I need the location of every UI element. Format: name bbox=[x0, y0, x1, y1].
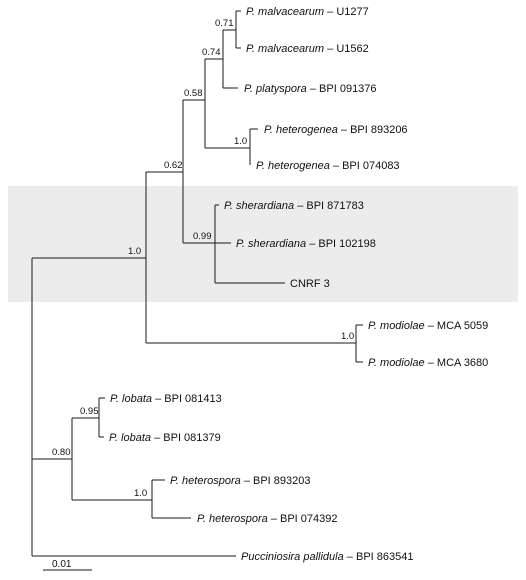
support-value-lobata: 0.95 bbox=[80, 406, 99, 417]
support-value-ingroup: 1.0 bbox=[128, 246, 141, 257]
tip-label: P. malvacearum – U1277 bbox=[246, 6, 369, 18]
tip-label: P. modiolae – MCA 3680 bbox=[368, 357, 488, 369]
tip-label: CNRF 3 bbox=[290, 278, 330, 290]
tip-label: P. lobata – BPI 081379 bbox=[109, 432, 221, 444]
tip-label: P. heterogenea – BPI 893206 bbox=[264, 124, 408, 136]
tip-label: P. sherardiana – BPI 871783 bbox=[224, 200, 364, 212]
tip-label: P. sherardiana – BPI 102198 bbox=[236, 238, 376, 250]
tip-label: P. modiolae – MCA 5059 bbox=[368, 320, 488, 332]
support-value-sherardiana-group: 0.62 bbox=[164, 160, 183, 171]
support-value-heterogenea: 1.0 bbox=[234, 136, 247, 147]
scale-bar: 0.01 bbox=[43, 559, 92, 571]
tree-branches bbox=[31, 10, 363, 557]
tip-label: P. heterogenea – BPI 074083 bbox=[256, 160, 400, 172]
tip-label: P. platyspora – BPI 091376 bbox=[244, 83, 377, 95]
support-values: 0.71 0.74 0.58 1.0 0.62 0.99 1.0 1.0 0.8… bbox=[52, 18, 354, 499]
support-value-platyspora: 0.74 bbox=[202, 47, 221, 58]
support-value-upper: 0.58 bbox=[184, 88, 203, 99]
tip-label: P. heterospora – BPI 074392 bbox=[197, 513, 338, 525]
support-value-modiolae: 1.0 bbox=[341, 331, 354, 342]
support-value-malvacearum: 0.71 bbox=[215, 18, 234, 29]
scale-bar-label: 0.01 bbox=[52, 559, 72, 570]
support-value-sherardiana: 0.99 bbox=[193, 231, 212, 242]
support-value-lobata-heterospora: 0.80 bbox=[52, 447, 71, 458]
tip-label: P. heterospora – BPI 893203 bbox=[170, 475, 311, 487]
tip-label: Pucciniosira pallidula – BPI 863541 bbox=[241, 551, 413, 563]
tip-labels: P. malvacearum – U1277 P. malvacearum – … bbox=[109, 6, 488, 563]
support-value-heterospora: 1.0 bbox=[134, 488, 147, 499]
tip-label: P. malvacearum – U1562 bbox=[246, 43, 369, 55]
tip-label: P. lobata – BPI 081413 bbox=[110, 393, 222, 405]
